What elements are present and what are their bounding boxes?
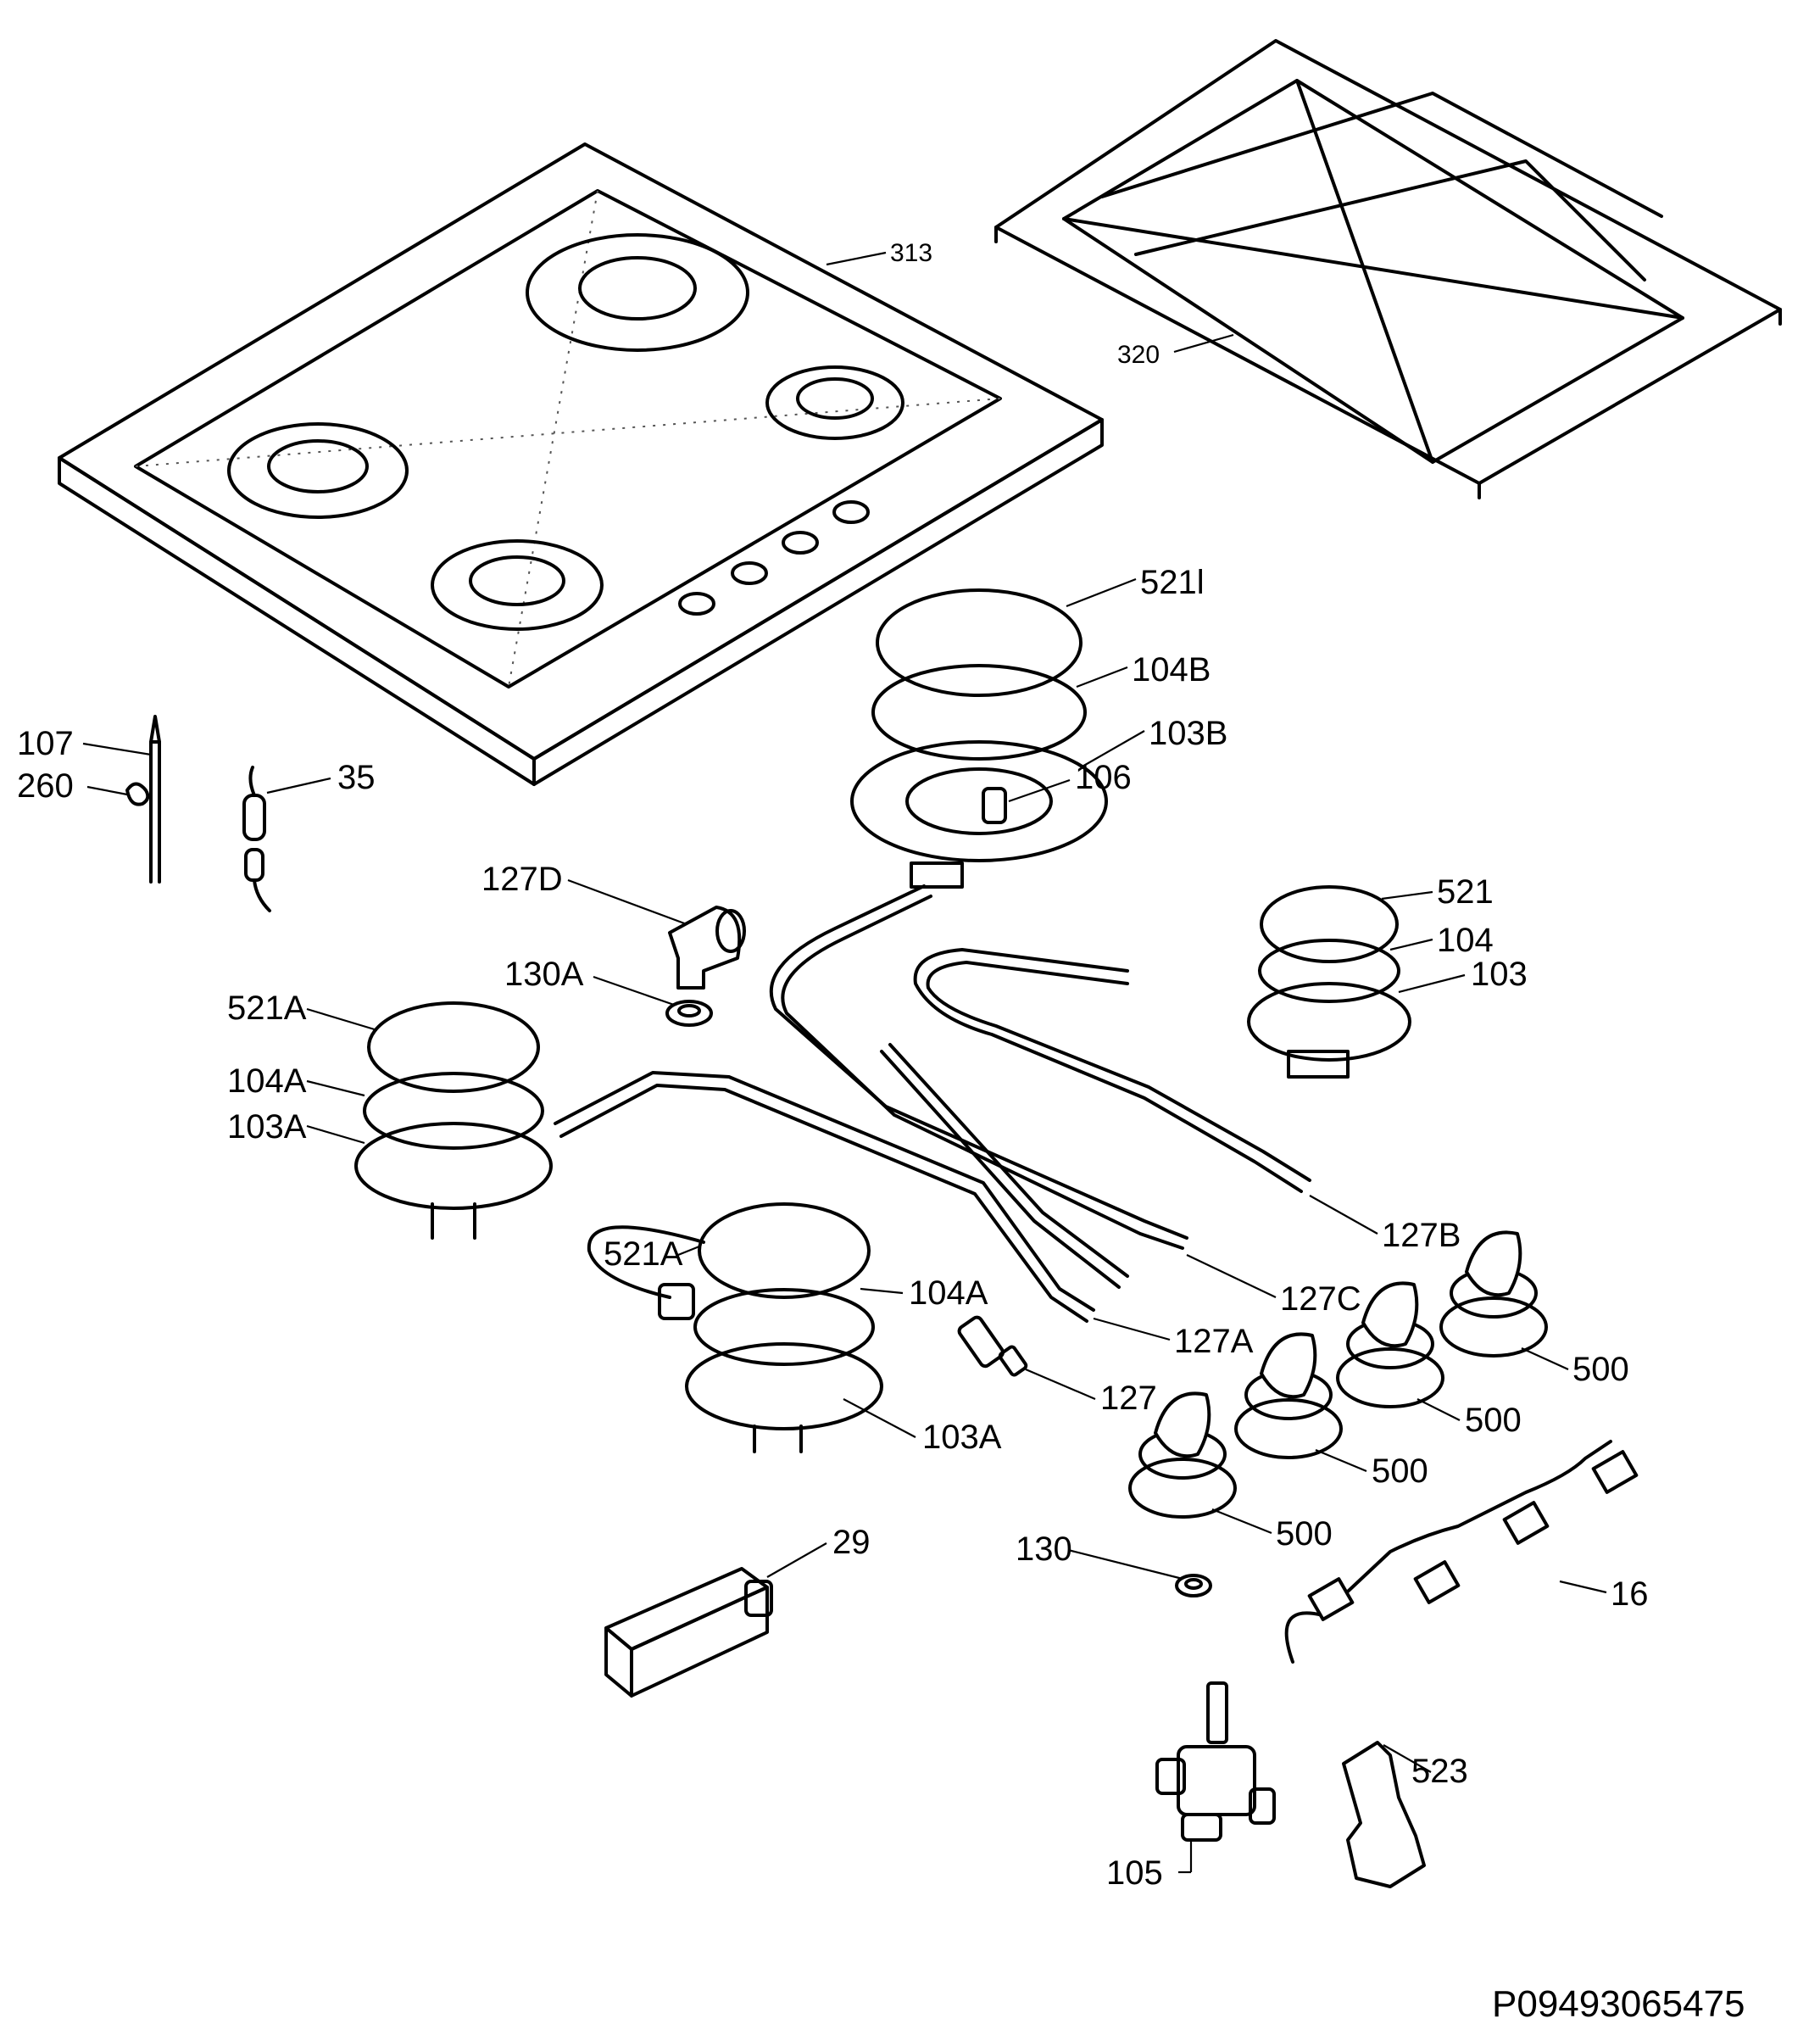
label-103A-center: 103A — [922, 1419, 1002, 1456]
label-127A: 127A — [1174, 1323, 1254, 1360]
label-130: 130 — [1016, 1530, 1072, 1568]
label-103B: 103B — [1149, 715, 1227, 752]
ignition-electrode-35[interactable] — [242, 766, 271, 912]
burner-a-center-assembly[interactable] — [587, 1202, 883, 1453]
knob-500-d[interactable] — [1128, 1391, 1237, 1519]
label-29: 29 — [832, 1524, 871, 1561]
label-103: 103 — [1471, 956, 1528, 993]
burner-small-assembly[interactable] — [1247, 885, 1411, 1079]
burner-b-assembly[interactable] — [850, 588, 1108, 889]
label-106: 106 — [1075, 759, 1132, 796]
label-127B: 127B — [1382, 1217, 1461, 1254]
elbow-127D[interactable] — [668, 906, 746, 990]
label-104A-center: 104A — [909, 1274, 988, 1312]
label-320: 320 — [1117, 341, 1160, 369]
label-107: 107 — [17, 725, 74, 762]
label-130A: 130A — [504, 956, 584, 993]
label-127: 127 — [1100, 1380, 1157, 1417]
pan-support-320[interactable] — [994, 39, 1782, 499]
ignition-generator-29[interactable] — [604, 1567, 773, 1698]
label-521l: 521l — [1140, 564, 1205, 601]
label-35: 35 — [337, 759, 376, 796]
label-521A-center: 521A — [604, 1235, 683, 1273]
hob-top-313[interactable] — [58, 142, 1104, 786]
seal-130A[interactable] — [665, 1000, 713, 1027]
label-260: 260 — [17, 767, 74, 805]
label-523: 523 — [1411, 1753, 1468, 1790]
knob-500-a[interactable] — [1439, 1230, 1548, 1358]
label-521A-left: 521A — [227, 990, 307, 1027]
label-521: 521 — [1437, 873, 1494, 911]
clip-260[interactable] — [125, 782, 150, 806]
injector-127[interactable] — [957, 1315, 1028, 1377]
gas-valve-105[interactable] — [1155, 1681, 1276, 1842]
gas-pipes[interactable] — [554, 884, 1311, 1323]
label-500-d: 500 — [1276, 1515, 1333, 1553]
label-127C: 127C — [1280, 1280, 1361, 1318]
seal-130[interactable] — [1175, 1574, 1212, 1597]
label-104B: 104B — [1132, 651, 1211, 689]
label-105: 105 — [1106, 1854, 1163, 1892]
label-127D: 127D — [481, 861, 563, 898]
label-313: 313 — [890, 239, 932, 267]
clip-523[interactable] — [1342, 1741, 1426, 1888]
knob-500-c[interactable] — [1234, 1332, 1343, 1459]
label-104: 104 — [1437, 922, 1494, 959]
label-103A-left: 103A — [227, 1108, 307, 1146]
label-500-b: 500 — [1465, 1402, 1522, 1439]
label-500-c: 500 — [1372, 1452, 1428, 1490]
knob-500-b[interactable] — [1336, 1281, 1444, 1408]
document-id: P09493065475 — [1492, 1983, 1745, 2025]
burner-a-left-assembly[interactable] — [354, 1001, 553, 1240]
label-500-a: 500 — [1572, 1351, 1629, 1388]
label-16: 16 — [1611, 1575, 1649, 1613]
label-104A-left: 104A — [227, 1062, 307, 1100]
ignition-wiring-16[interactable] — [1284, 1440, 1639, 1664]
thermocouple-107[interactable] — [149, 715, 161, 884]
